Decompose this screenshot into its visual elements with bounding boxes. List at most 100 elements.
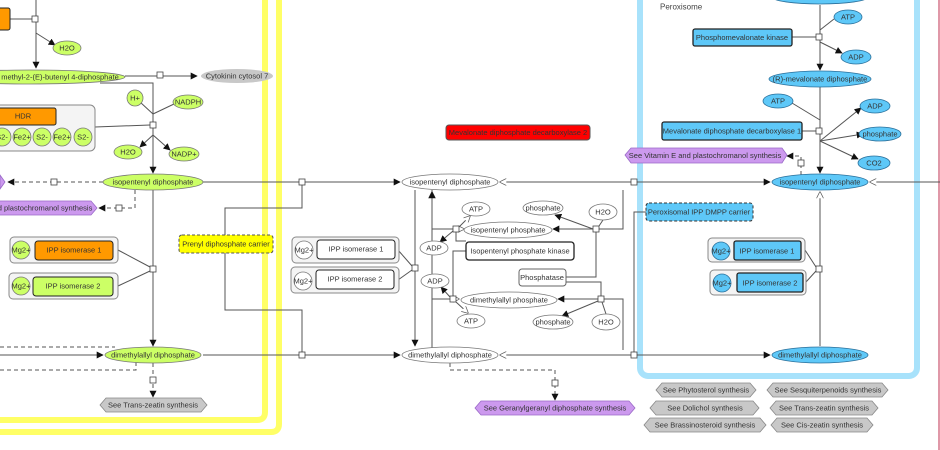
metabolite-h2o[interactable]: H2O	[588, 203, 618, 221]
ipp-isomerase-1-complex[interactable]: Mg2+ IPP isomerase 1	[291, 236, 400, 264]
label: See Trans-zeatin synthesis	[108, 401, 198, 410]
metabolite-co2[interactable]: CO2	[857, 155, 891, 171]
reaction-nodes	[31, 15, 823, 387]
label: isopentenyl diphosphate	[780, 178, 861, 187]
metabolite-phosphate[interactable]: phosphate	[532, 314, 574, 330]
metabolite-nadp[interactable]: NADP+	[168, 146, 200, 162]
enzyme-mdd1[interactable]: Mevalonate diphosphate decarboxylase 1	[661, 121, 803, 141]
label: isopentenyl diphosphate	[113, 178, 194, 187]
ipp-isomerase-2-complex[interactable]: Mg2+ IPP isomerase 2	[709, 269, 807, 296]
metabolite-ipp[interactable]: isopentenyl diphosphate	[102, 173, 204, 191]
enzyme-phosphatase[interactable]: Phosphatase	[518, 268, 567, 287]
metabolite-ipp[interactable]: isopentenyl diphosphate	[771, 173, 869, 191]
pathway-link-vitamin-e[interactable]: See Vitamin E and plastochromanol synthe…	[624, 147, 788, 164]
metabolite-nadph[interactable]: NADPH	[172, 94, 204, 110]
pathway-link-sesquiterpenoids[interactable]: See Sesquiterpenoids synthesis	[766, 382, 889, 398]
metabolite-atp[interactable]: ATP	[833, 9, 863, 25]
label: methyl-2-(E)-butenyl 4-diphosphate	[1, 73, 119, 82]
chloroplast-compartment	[0, 0, 282, 435]
cofactor: S2-	[77, 133, 89, 142]
metabolite-h2o[interactable]: H2O	[113, 144, 143, 160]
metabolite-dmapp[interactable]: dimethylallyl diphosphate	[401, 346, 499, 364]
edges	[0, 0, 940, 401]
metabolite-adp[interactable]: ADP	[840, 49, 872, 65]
pathway-link-dolichol[interactable]: See Dolichol synthesis	[649, 400, 760, 416]
label: Phosphomevalonate kinase	[696, 33, 788, 42]
label: (R)-mevalonate diphosphate	[773, 75, 868, 84]
label: Prenyl diphosphate carrier	[182, 240, 270, 249]
cofactor: Mg2+	[712, 247, 732, 256]
label: See Sesquiterpenoids synthesis	[775, 386, 882, 395]
pathway-link-trans-zeatin[interactable]: See Trans-zeatin synthesis	[769, 400, 879, 416]
label: H+	[130, 94, 140, 103]
label: H2O	[59, 44, 75, 53]
enzyme-label: IPP isomerase 2	[743, 279, 798, 288]
metabolite-ip[interactable]: isopentenyl phosphate	[463, 221, 553, 239]
metabolite-h2o[interactable]: H2O	[52, 40, 82, 56]
metabolite-adp[interactable]: ADP	[859, 98, 891, 114]
prenyl-diphosphate-carrier[interactable]: Prenyl diphosphate carrier	[178, 234, 274, 254]
metabolite-phosphate[interactable]: phosphate	[522, 200, 564, 216]
enzyme-label: IPP isomerase 1	[329, 245, 384, 254]
label: See Geranylgeranyl diphosphate synthesis	[484, 404, 627, 413]
pathway-link-brassinosteroid[interactable]: See Brassinosteroid synthesis	[643, 417, 767, 433]
pathway-link-ggpp[interactable]: See Geranylgeranyl diphosphate synthesis	[474, 400, 636, 416]
metabolite-adp[interactable]: ADP	[419, 240, 449, 256]
ipp-isomerase-2-complex[interactable]: Mg2+ IPP isomerase 2	[290, 266, 400, 294]
cofactor: Fe2+	[53, 133, 71, 142]
enzyme-label: IPP isomerase 1	[740, 247, 795, 256]
metabolite-partial[interactable]	[772, 0, 868, 5]
hdr-complex[interactable]: HDR S2- Fe2+ S2- Fe2+ S2-	[0, 104, 96, 152]
metabolite-dmapp[interactable]: dimethylallyl diphosphate	[104, 346, 202, 364]
metabolite-adp[interactable]: ADP	[420, 273, 450, 289]
label: ADP	[867, 102, 882, 111]
label: ATP	[469, 205, 483, 214]
label: See Dolichol synthesis	[667, 404, 743, 413]
label: ATP	[464, 317, 478, 326]
label: dimethylallyl diphosphate	[111, 351, 195, 360]
label: See Trans-zeatin synthesis	[779, 404, 869, 413]
metabolite-cytokinin[interactable]: Cytokinin cytosol 7	[201, 69, 273, 83]
ipp-isomerase-2-complex[interactable]: Mg2+ IPP isomerase 2	[8, 272, 119, 300]
ipp-isomerase-1-complex[interactable]: Mg2+ IPP isomerase 1	[9, 236, 119, 264]
pathway-link-trans-zeatin[interactable]: See Trans-zeatin synthesis	[99, 397, 208, 413]
pathway-link-cis-zeatin[interactable]: See Cis-zeatin synthesis	[770, 417, 874, 433]
cofactor: Mg2+	[294, 277, 314, 286]
peroxisome-compartment: Peroxisome	[637, 0, 920, 379]
hdr-label: HDR	[15, 112, 32, 121]
metabolite-atp[interactable]: ATP	[461, 201, 491, 217]
metabolite-atp[interactable]: ATP	[456, 313, 486, 329]
metabolite-hplus[interactable]: H+	[126, 89, 144, 107]
enzyme-pmk[interactable]: Phosphomevalonate kinase	[692, 28, 793, 47]
label: dimethylallyl diphosphate	[778, 351, 862, 360]
label: dimethylallyl phosphate	[470, 296, 548, 305]
enzyme-mdd2[interactable]: Mevalonate diphosphate decarboxylase 2	[445, 124, 591, 141]
metabolite-h2o[interactable]: H2O	[591, 313, 621, 331]
pathway-link-partial[interactable]	[0, 174, 6, 190]
label: CO2	[866, 159, 881, 168]
label: phosphate	[535, 318, 570, 327]
metabolite-phosphate[interactable]: phosphate	[858, 126, 902, 142]
pathway-link-vitamin-e[interactable]: d plastochromanol synthesis	[0, 200, 98, 216]
label: Mevalonate diphosphate decarboxylase 2	[449, 128, 587, 137]
label: Mevalonate diphosphate decarboxylase 1	[663, 127, 801, 136]
ipp-isomerase-1-complex[interactable]: Mg2+ IPP isomerase 1	[707, 237, 806, 263]
metabolite-dmapp[interactable]: dimethylallyl diphosphate	[771, 346, 869, 364]
label: ADP	[426, 244, 441, 253]
label: Peroxisomal IPP DMPP carrier	[648, 208, 751, 217]
enzyme-ipk[interactable]: Isopentenyl phosphate kinase	[465, 241, 575, 261]
label: phosphate	[525, 204, 560, 213]
metabolite-rmdp[interactable]: (R)-mevalonate diphosphate	[768, 70, 872, 88]
peroxisomal-carrier[interactable]: Peroxisomal IPP DMPP carrier	[645, 202, 754, 222]
metabolite-ipp[interactable]: isopentenyl diphosphate	[401, 173, 499, 191]
label: Isopentenyl phosphate kinase	[470, 247, 569, 256]
pathway-link-phytosterol[interactable]: See Phytosterol synthesis	[655, 382, 757, 398]
metabolite-dmap[interactable]: dimethylallyl phosphate	[460, 291, 558, 309]
metabolite-hmbpp[interactable]: methyl-2-(E)-butenyl 4-diphosphate	[0, 69, 126, 85]
enzyme-partial[interactable]	[0, 7, 11, 31]
enzyme-label: IPP isomerase 2	[328, 275, 383, 284]
compartment-label: Peroxisome	[660, 3, 703, 12]
metabolite-atp[interactable]: ATP	[762, 93, 794, 109]
